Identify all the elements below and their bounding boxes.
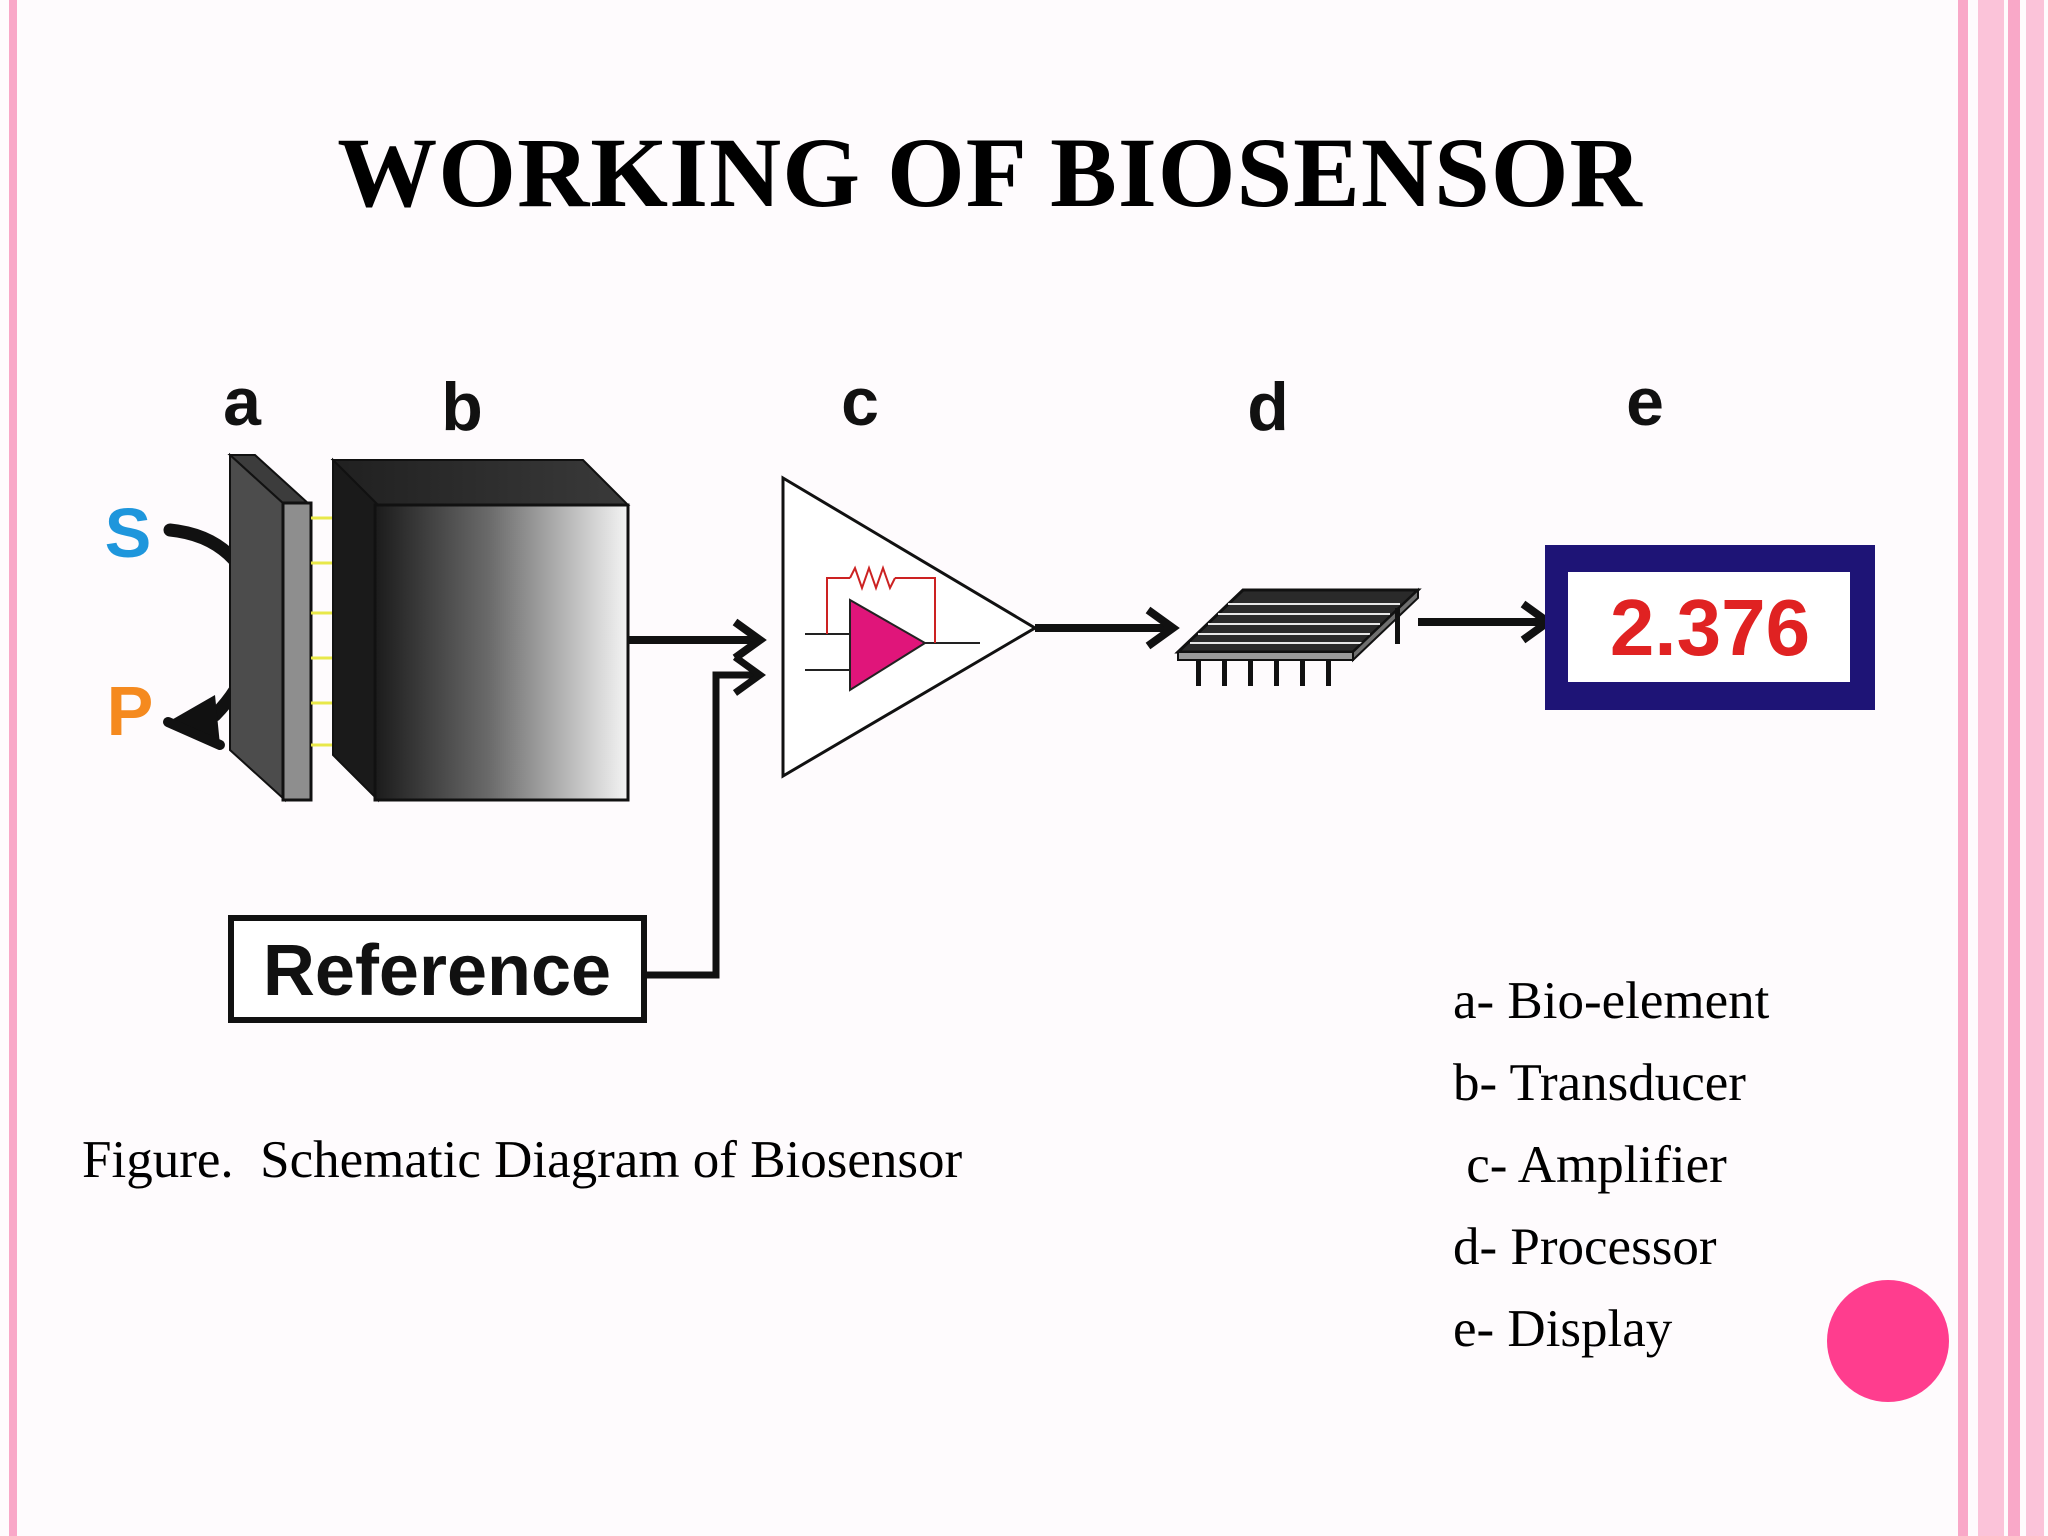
bio-element-plate bbox=[227, 452, 333, 803]
reference-label: Reference bbox=[263, 931, 611, 1011]
component-legend: a- Bio-element b- Transducer c- Amplifie… bbox=[1453, 968, 1769, 1378]
component-label-d: d bbox=[1247, 369, 1289, 445]
processor-chip bbox=[1174, 587, 1422, 686]
component-label-e: e bbox=[1626, 364, 1664, 440]
legend-item-amplifier: c- Amplifier bbox=[1453, 1136, 1727, 1194]
display-screen bbox=[1568, 572, 1850, 682]
product-label: P bbox=[107, 672, 154, 750]
display-value: 2.376 bbox=[1610, 583, 1810, 672]
component-label-b: b bbox=[441, 369, 483, 445]
amplifier-symbol bbox=[781, 475, 1038, 779]
signal-arrow-2 bbox=[1035, 606, 1180, 650]
substrate-label: S bbox=[105, 494, 152, 572]
legend-item-bio-element: a- Bio-element bbox=[1453, 972, 1770, 1030]
border-stripe-right-1 bbox=[1958, 0, 1968, 1536]
component-label-c: c bbox=[841, 364, 879, 440]
signal-arrow-1 bbox=[628, 618, 767, 662]
legend-item-processor: d- Processor bbox=[1453, 1218, 1717, 1276]
signal-arrow-3 bbox=[1418, 600, 1555, 644]
border-stripe-right-2 bbox=[1978, 0, 2004, 1536]
transducer-block bbox=[330, 457, 631, 803]
reference-connector bbox=[644, 654, 766, 979]
component-label-a: a bbox=[223, 364, 262, 440]
figure-caption: Figure. Schematic Diagram of Biosensor bbox=[82, 1131, 963, 1189]
decorative-circle bbox=[1827, 1280, 1949, 1402]
reference-box bbox=[228, 915, 647, 1023]
legend-item-transducer: b- Transducer bbox=[1453, 1054, 1746, 1112]
border-stripe-right-3 bbox=[2008, 0, 2020, 1536]
slide-title: WORKING OF BIOSENSOR bbox=[337, 117, 1643, 228]
legend-item-display: e- Display bbox=[1453, 1300, 1673, 1358]
border-stripe-right-4 bbox=[2026, 0, 2044, 1536]
border-stripe-left bbox=[9, 0, 17, 1536]
